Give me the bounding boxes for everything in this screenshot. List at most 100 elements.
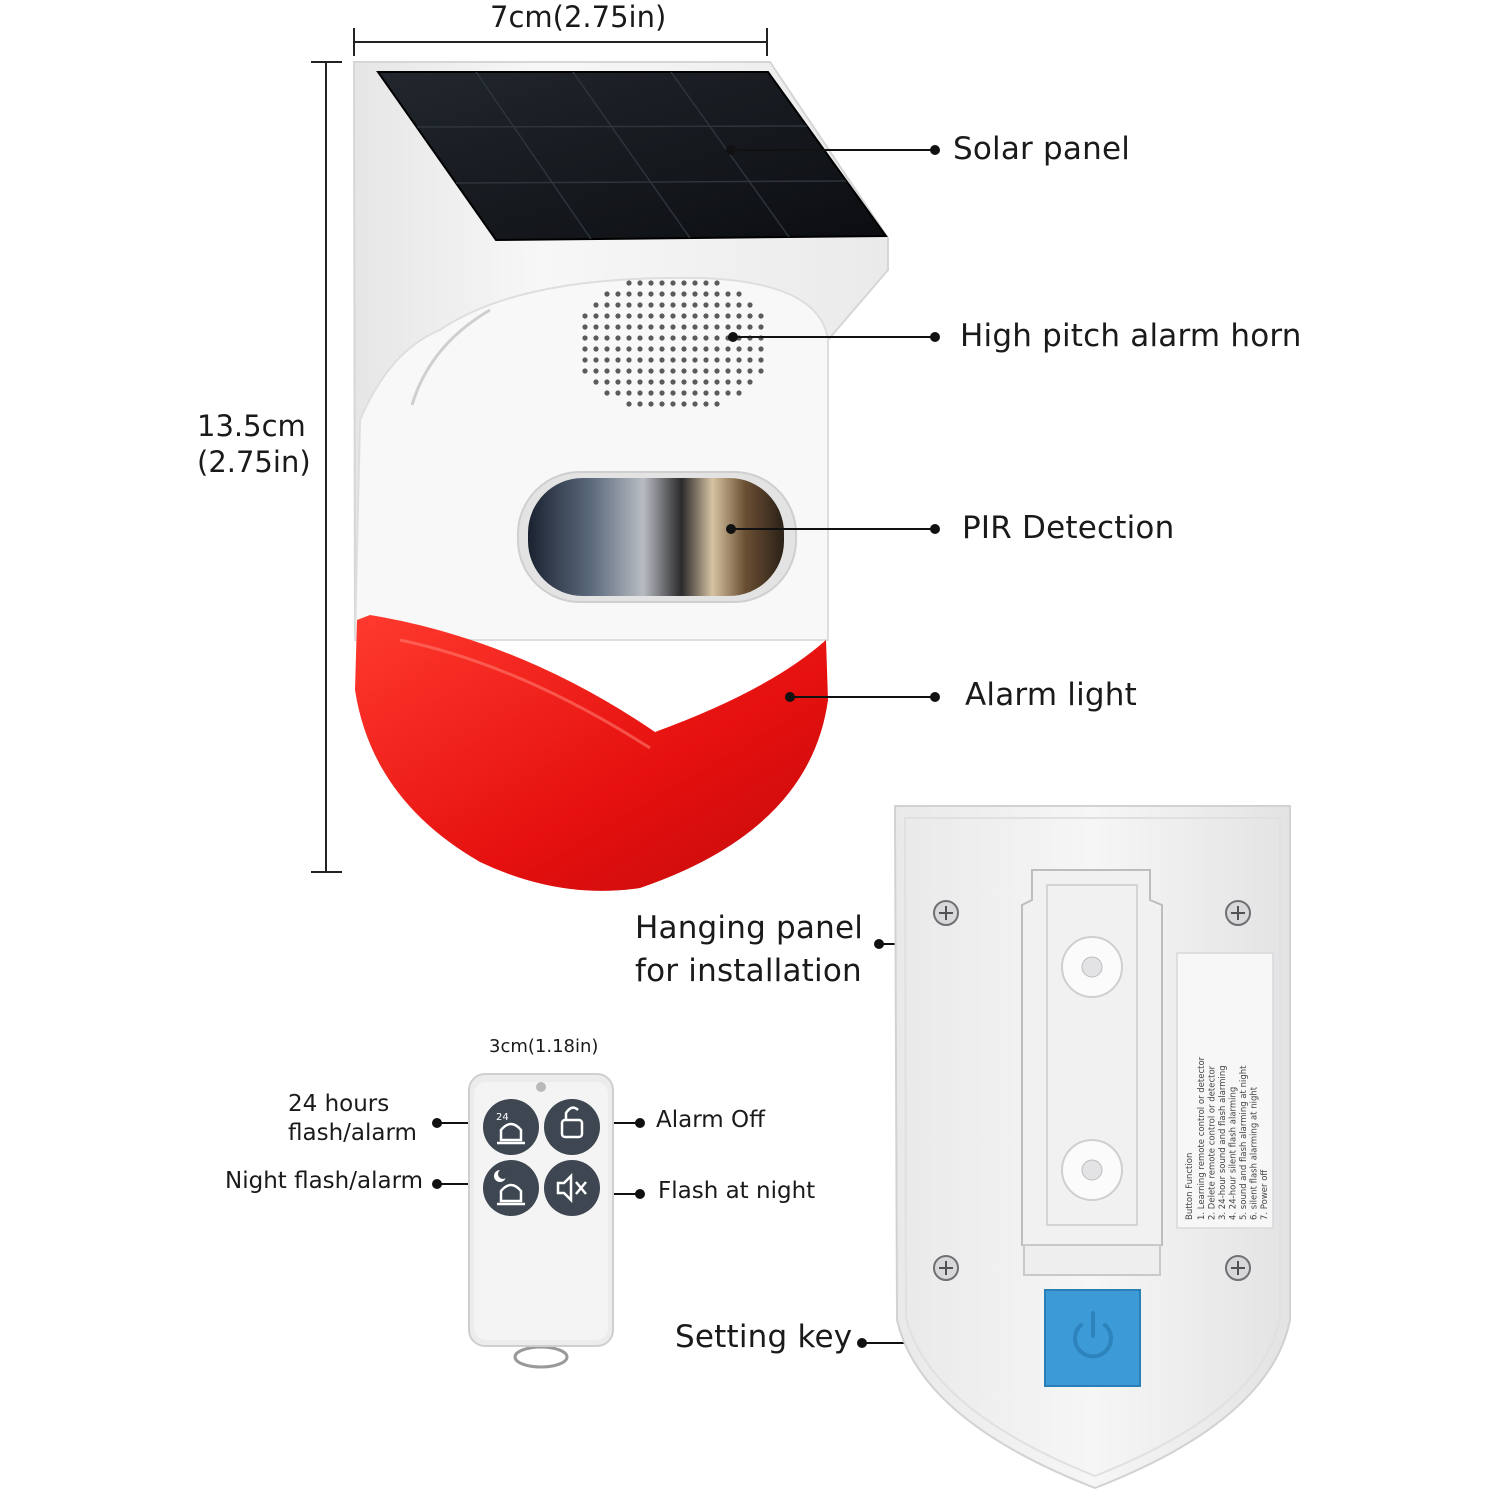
remote-label-night: Night flash/alarm	[225, 1168, 424, 1194]
grille-hole	[615, 346, 621, 352]
grille-hole	[736, 291, 742, 297]
grille-hole	[714, 390, 720, 396]
grille-hole	[582, 346, 588, 352]
height-label: 13.5cm (2.75in)	[197, 409, 311, 480]
sticker-instruction-line: 2. Delete remote control or detector	[1208, 1065, 1218, 1220]
grille-hole	[648, 379, 654, 385]
grille-hole	[637, 302, 643, 308]
callout-alarm-light: Alarm light	[965, 677, 1137, 713]
grille-hole	[736, 302, 742, 308]
speaker-grille	[582, 280, 764, 407]
remote-btn-24h[interactable]	[483, 1099, 539, 1155]
remote-btn-night[interactable]	[483, 1160, 539, 1216]
grille-hole	[637, 324, 643, 330]
grille-hole	[582, 357, 588, 363]
grille-hole	[604, 313, 610, 319]
grille-hole	[703, 324, 709, 330]
mute-speaker-icon	[556, 1172, 587, 1204]
grille-hole	[582, 324, 588, 330]
grille-hole	[659, 379, 665, 385]
grille-hole	[714, 291, 720, 297]
grille-hole	[714, 368, 720, 374]
grille-hole	[692, 324, 698, 330]
grille-hole	[747, 357, 753, 363]
sticker-instruction-line: 5. sound and flash alarming at night	[1239, 1065, 1249, 1220]
grille-hole	[725, 324, 731, 330]
grille-hole	[747, 346, 753, 352]
callout-pir-detection: PIR Detection	[962, 510, 1175, 546]
grille-hole	[747, 302, 753, 308]
grille-hole	[681, 291, 687, 297]
grille-hole	[648, 313, 654, 319]
mounting-hole-top	[1061, 936, 1123, 998]
grille-hole	[670, 401, 676, 407]
grille-hole	[659, 302, 665, 308]
grille-hole	[615, 379, 621, 385]
grille-hole	[681, 368, 687, 374]
remote-width-label: 3cm(1.18in)	[489, 1036, 599, 1057]
grille-hole	[703, 291, 709, 297]
grille-hole	[725, 291, 731, 297]
grille-hole	[714, 280, 720, 286]
grille-hole	[692, 401, 698, 407]
grille-hole	[692, 280, 698, 286]
grille-hole	[703, 280, 709, 286]
grille-hole	[670, 346, 676, 352]
grille-hole	[637, 390, 643, 396]
grille-hole	[637, 379, 643, 385]
sticker-instruction-line: 6. silent flash alarming at night	[1250, 1086, 1260, 1220]
grille-hole	[593, 324, 599, 330]
grille-hole	[703, 335, 709, 341]
grille-hole	[703, 313, 709, 319]
grille-hole	[736, 324, 742, 330]
grille-hole	[593, 313, 599, 319]
sticker-title: Button Function	[1185, 1153, 1195, 1220]
grille-hole	[758, 368, 764, 374]
grille-hole	[692, 313, 698, 319]
grille-hole	[637, 368, 643, 374]
grille-hole	[615, 324, 621, 330]
grille-hole	[593, 368, 599, 374]
grille-hole	[714, 346, 720, 352]
grille-hole	[725, 357, 731, 363]
grille-hole	[637, 280, 643, 286]
btn-off-text: OFF	[564, 1127, 578, 1135]
grille-hole	[593, 346, 599, 352]
grille-hole	[604, 379, 610, 385]
grille-hole	[582, 335, 588, 341]
grille-hole	[637, 401, 643, 407]
setting-key	[1044, 1289, 1141, 1387]
grille-hole	[659, 390, 665, 396]
sticker-instruction-line: 4. 24-hour silent flash alarming	[1229, 1087, 1239, 1220]
grille-hole	[725, 390, 731, 396]
grille-hole	[593, 379, 599, 385]
grille-hole	[626, 302, 632, 308]
sticker-instruction-line: 1. Learning remote control or detector	[1197, 1056, 1207, 1220]
grille-hole	[604, 302, 610, 308]
callout-alarm-horn: High pitch alarm horn	[960, 318, 1302, 354]
remote-btn-off[interactable]	[544, 1099, 600, 1155]
power-icon	[1073, 1311, 1113, 1359]
grille-hole	[615, 302, 621, 308]
grille-hole	[714, 401, 720, 407]
grille-hole	[615, 335, 621, 341]
grille-hole	[681, 357, 687, 363]
grille-hole	[681, 280, 687, 286]
grille-hole	[703, 357, 709, 363]
instruction-sticker	[1176, 952, 1274, 1229]
grille-hole	[670, 280, 676, 286]
sticker-instruction-line: 3. 24-hour sound and flash alarming	[1218, 1065, 1228, 1220]
grille-hole	[670, 335, 676, 341]
grille-hole	[703, 379, 709, 385]
grille-hole	[692, 346, 698, 352]
grille-hole	[593, 302, 599, 308]
grille-hole	[659, 357, 665, 363]
remote-control: 24 OFF	[468, 1073, 614, 1369]
grille-hole	[626, 368, 632, 374]
grille-hole	[604, 324, 610, 330]
grille-hole	[626, 280, 632, 286]
grille-hole	[758, 324, 764, 330]
grille-hole	[604, 390, 610, 396]
remote-label-off: Alarm Off	[656, 1107, 765, 1133]
